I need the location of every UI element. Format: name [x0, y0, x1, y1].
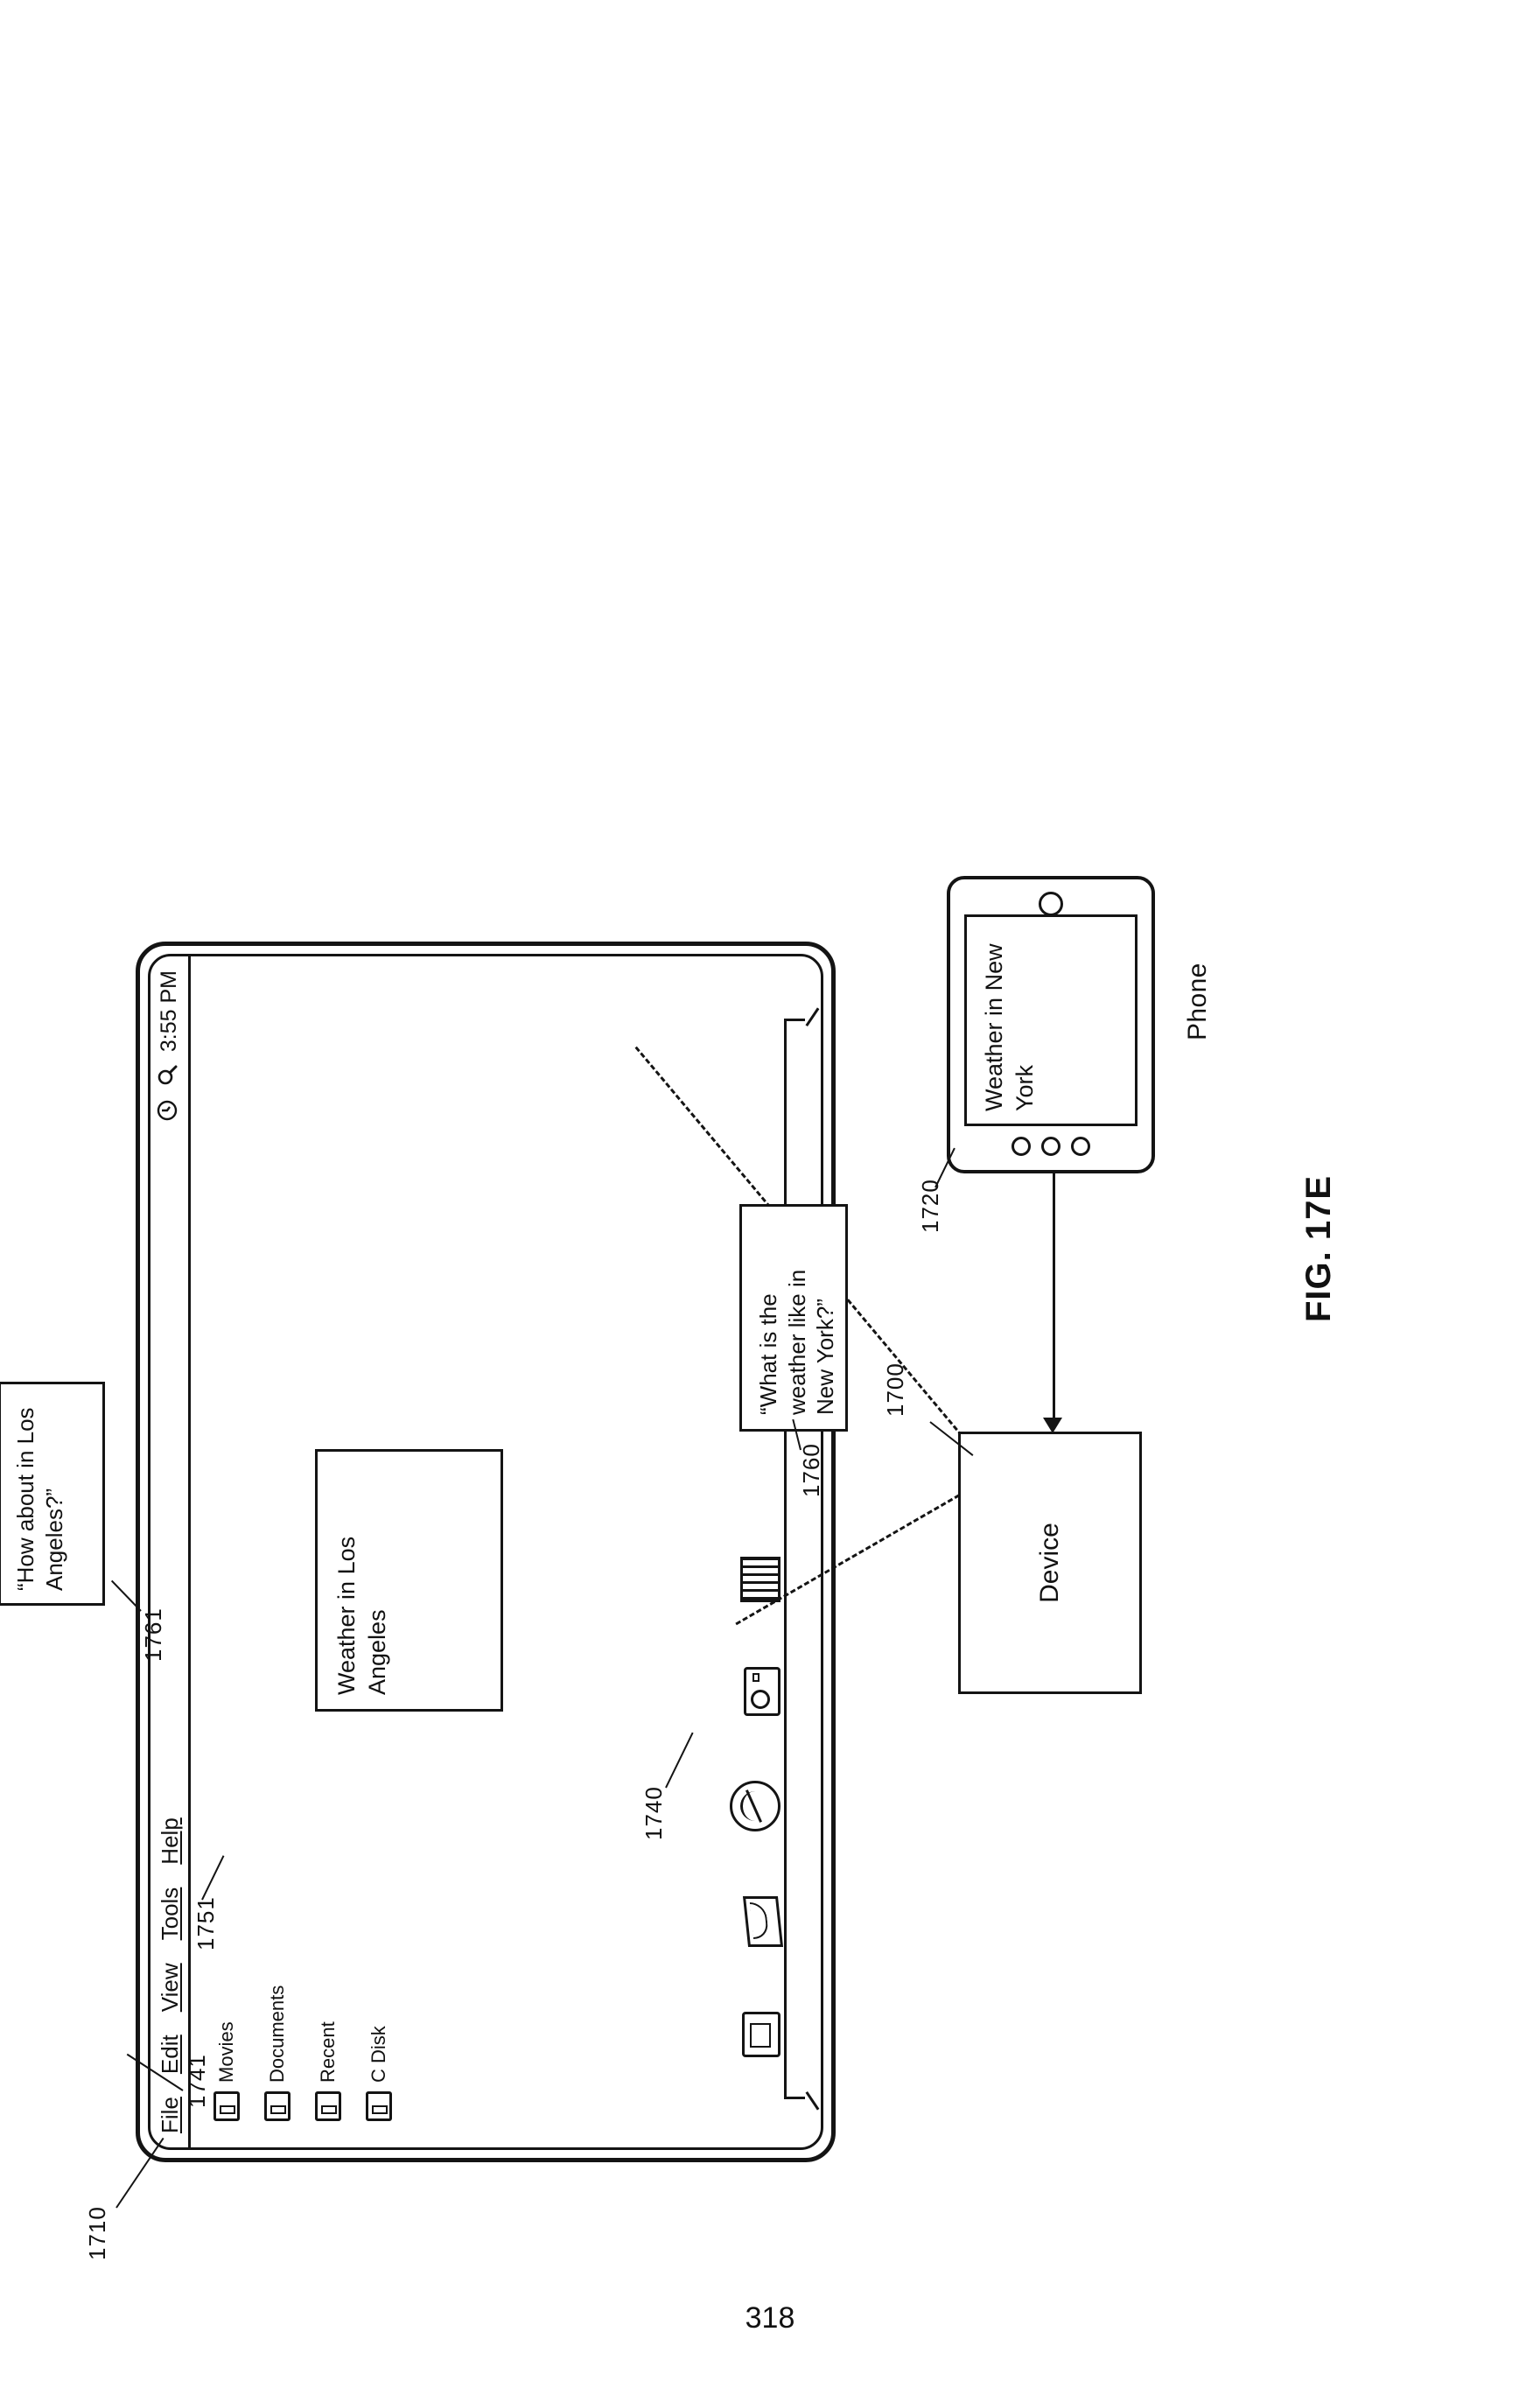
desktop-icon-movies[interactable]: Movies	[214, 1985, 240, 2121]
desktop-area: Movies Documents Recent C Disk	[191, 956, 821, 2147]
figure-stage: File Edit View Tools Help	[0, 71, 1488, 2311]
compass-icon	[730, 1780, 780, 1831]
speech-bubble-text: “How about in Los Angeles?”	[12, 1406, 67, 1591]
phone-label: Phone	[1183, 962, 1212, 1040]
desktop-icon-list: Movies Documents Recent C Disk	[214, 1985, 392, 2121]
page-number: 318	[745, 2301, 795, 2335]
folder-icon	[214, 2090, 240, 2121]
phone-screen[interactable]: Weather in New York	[964, 914, 1138, 1126]
menu-item-file[interactable]: File	[156, 2096, 183, 2133]
desktop-icon-label: Recent	[317, 2020, 339, 2083]
device-block: Device	[958, 1431, 1142, 1694]
computer-window[interactable]: File Edit View Tools Help	[136, 941, 836, 2162]
ref-numeral-1761: 1761	[140, 1607, 166, 1662]
menu-bar-status: 3:55 PM	[156, 970, 183, 1122]
clock-icon	[156, 1099, 183, 1122]
signal-arrow-shaft	[1053, 1170, 1055, 1425]
dock[interactable]	[730, 1018, 805, 2099]
dock-item-compass[interactable]	[730, 1780, 780, 1831]
speech-bubble-new-york: “What is the weather like in New York?”	[739, 1203, 848, 1432]
ref-numeral-1741: 1741	[184, 2053, 210, 2108]
phone-speaker-grille	[1012, 1136, 1090, 1156]
ref-numeral-1751: 1751	[192, 1895, 219, 1950]
mail-icon	[742, 1895, 784, 1947]
desktop-icon-label: Movies	[215, 2020, 237, 2083]
ref-numeral-1760: 1760	[798, 1442, 824, 1497]
menu-bar[interactable]: File Edit View Tools Help	[150, 956, 191, 2147]
ref-numeral-1720: 1720	[917, 1178, 943, 1233]
ref-numeral-1740: 1740	[640, 1785, 667, 1840]
dock-item-mail[interactable]	[742, 1895, 784, 1947]
dock-item-camera[interactable]	[744, 1666, 780, 1716]
calculator-icon	[740, 1556, 780, 1602]
device-label: Device	[1035, 1522, 1064, 1603]
phone-device[interactable]: Weather in New York	[947, 875, 1155, 1173]
speech-bubble-text: “What is the weather like in New York?”	[755, 1269, 838, 1415]
folder-icon	[315, 2090, 341, 2121]
speech-bubble-los-angeles: “How about in Los Angeles?”	[0, 1381, 105, 1606]
camera-icon	[744, 1666, 780, 1716]
desktop-icon-recent[interactable]: Recent	[315, 1985, 341, 2121]
weather-result-card[interactable]: Weather in Los Angeles	[315, 1448, 503, 1712]
menu-item-view[interactable]: View	[156, 1962, 183, 2012]
signal-arrow-head	[1043, 1417, 1062, 1433]
finder-icon	[742, 2011, 780, 2057]
menu-item-help[interactable]: Help	[156, 1817, 183, 1865]
menu-bar-clock: 3:55 PM	[157, 970, 181, 1052]
menu-item-tools[interactable]: Tools	[156, 1887, 183, 1940]
dock-item-finder[interactable]	[742, 2011, 780, 2057]
home-button[interactable]	[1039, 891, 1063, 916]
menu-item-edit[interactable]: Edit	[156, 2034, 183, 2074]
dock-item-calculator[interactable]	[740, 1556, 780, 1602]
desktop-icon-label: Documents	[266, 1985, 288, 2083]
search-icon[interactable]	[156, 1064, 183, 1087]
weather-card-title: Weather in Los Angeles	[333, 1536, 390, 1695]
phone-screen-text: Weather in New York	[981, 942, 1039, 1111]
window-inner-frame: File Edit View Tools Help	[148, 953, 823, 2150]
folder-icon	[264, 2090, 290, 2121]
dock-item-list	[730, 1556, 784, 2057]
desktop-icon-label: C Disk	[368, 2025, 389, 2083]
desktop-icon-documents[interactable]: Documents	[264, 1985, 290, 2121]
ref-numeral-1710: 1710	[84, 2205, 110, 2260]
dock-shelf	[784, 1018, 805, 2099]
figure-caption: FIG. 17E	[1299, 1174, 1338, 1322]
desktop-icon-c-disk[interactable]: C Disk	[366, 1985, 392, 2121]
disk-icon	[366, 2090, 392, 2121]
ref-numeral-1700: 1700	[882, 1362, 908, 1417]
